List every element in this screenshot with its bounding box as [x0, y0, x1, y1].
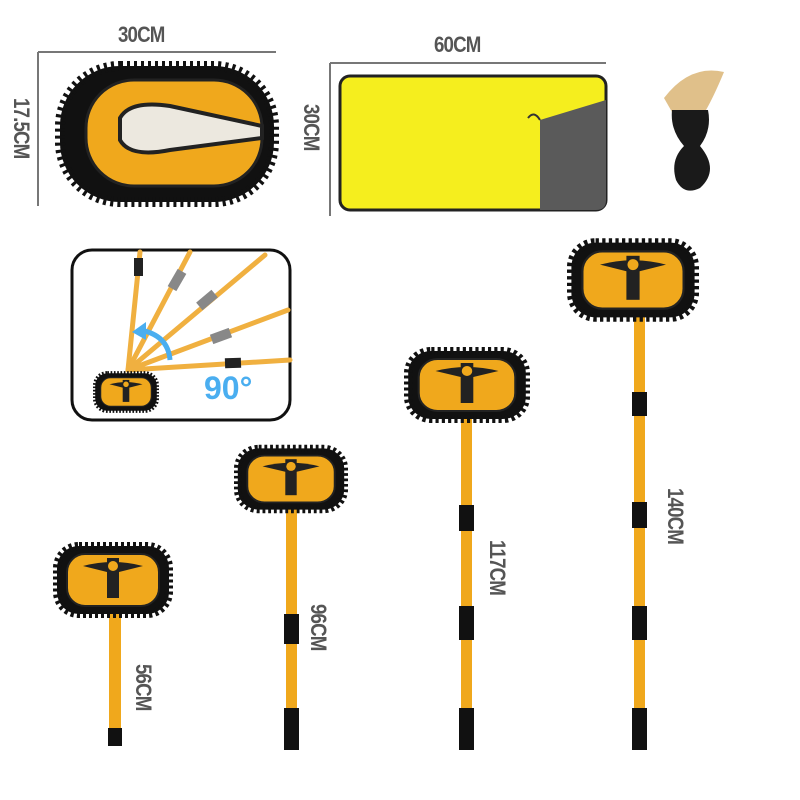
pad-width-label: 30CM — [118, 22, 165, 47]
mop-117cm — [408, 351, 526, 750]
mop-140cm — [571, 243, 694, 750]
rotation-inset — [70, 248, 293, 422]
mop-pad-dimension-lines — [37, 51, 276, 206]
mop-length-label-140: 140CM — [663, 488, 688, 545]
pad-height-label: 17.5CM — [9, 98, 34, 159]
mop-56cm — [57, 546, 169, 746]
microfiber-towel — [338, 74, 608, 212]
mop-96cm — [238, 448, 344, 750]
towel-dimension-lines — [329, 62, 606, 216]
rotation-angle-label: 90° — [204, 370, 253, 406]
detail-brush — [664, 70, 724, 191]
mop-pad — [55, 61, 279, 207]
mop-length-label-96: 96CM — [306, 604, 331, 651]
towel-width-label: 60CM — [434, 32, 481, 57]
mop-length-label-56: 56CM — [131, 664, 156, 711]
towel-height-label: 30CM — [299, 104, 324, 151]
mop-length-label-117: 117CM — [485, 540, 510, 596]
